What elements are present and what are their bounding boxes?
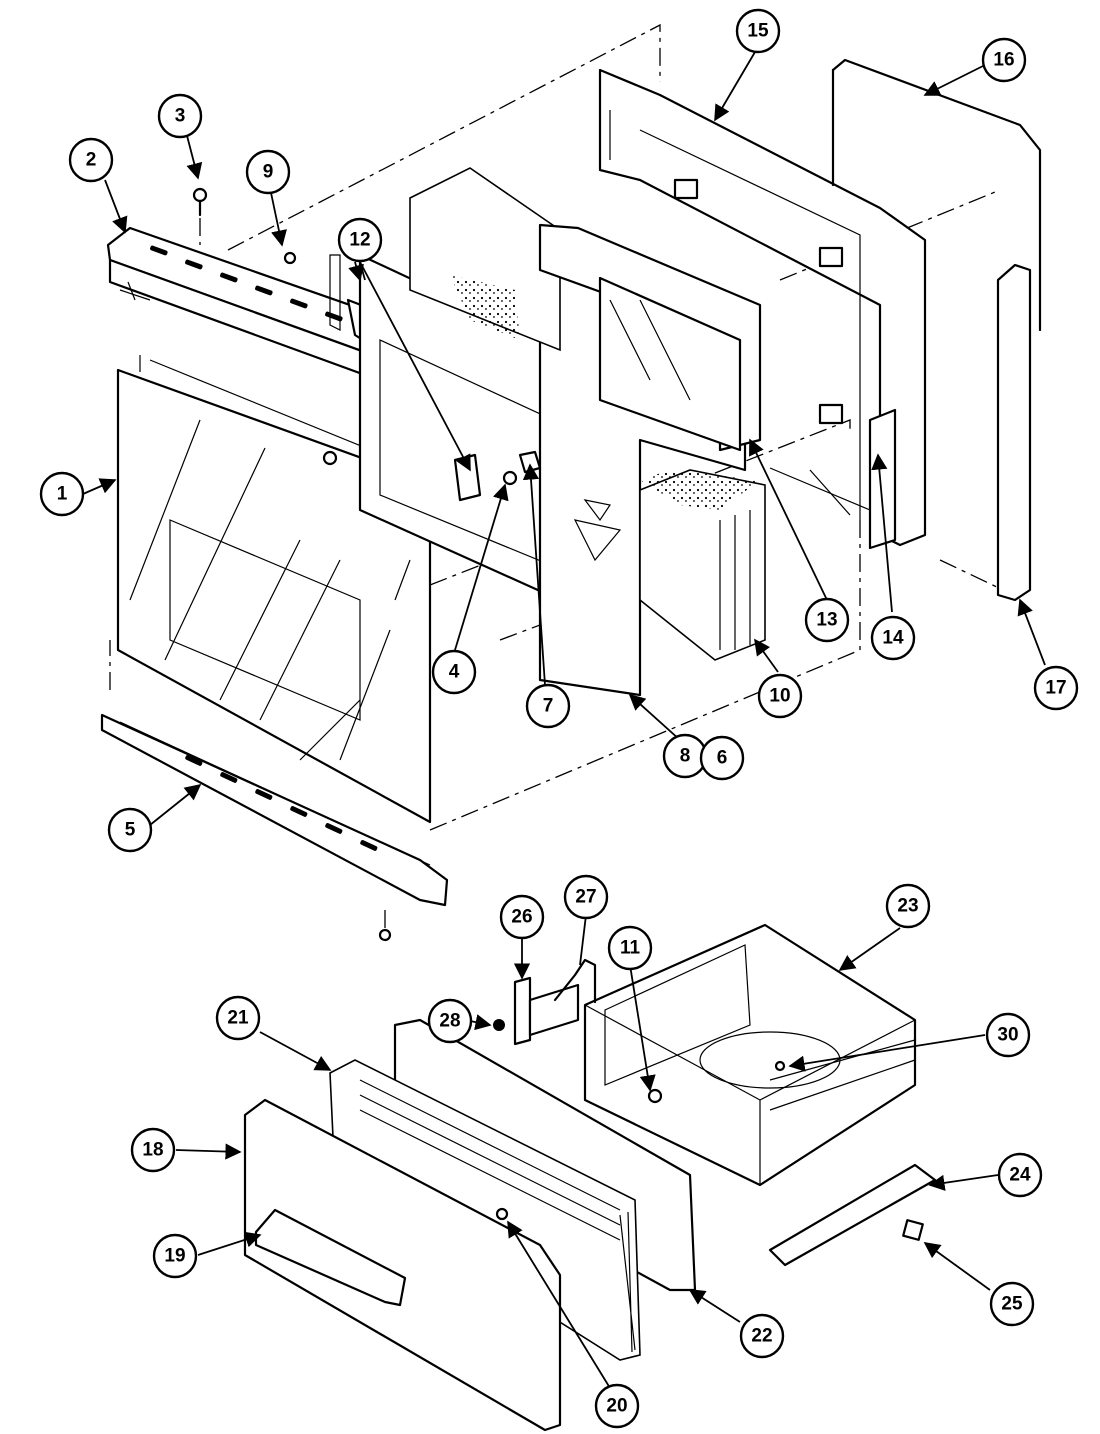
callout-2: 2 <box>68 137 114 183</box>
callout-label: 16 <box>993 50 1014 71</box>
callout-18: 18 <box>130 1127 176 1173</box>
screw-9 <box>283 251 297 265</box>
callout-label: 19 <box>164 1246 185 1267</box>
callout-label: 5 <box>125 820 136 841</box>
side-trim <box>996 263 1032 602</box>
callout-label: 1 <box>57 484 68 505</box>
hinge-bracket <box>769 408 897 550</box>
callout-label: 3 <box>175 106 186 127</box>
screw-11 <box>647 1088 663 1104</box>
callout-9: 9 <box>245 149 291 195</box>
door-insulation <box>409 167 766 661</box>
callout-14: 14 <box>870 615 916 661</box>
outer-door-glass <box>116 355 432 824</box>
callout-4: 4 <box>431 649 477 695</box>
callout-label: 15 <box>747 21 769 42</box>
door-gasket <box>831 58 1042 332</box>
callout-label: 20 <box>606 1396 627 1417</box>
callout-label: 12 <box>349 230 370 251</box>
callout-26: 26 <box>499 894 545 940</box>
callout-19: 19 <box>152 1233 198 1279</box>
callout-label: 30 <box>997 1025 1018 1046</box>
callout-11: 11 <box>607 925 653 971</box>
callout-16: 16 <box>981 37 1027 83</box>
upper-door-assembly <box>100 23 1042 942</box>
callout-label: 7 <box>543 696 554 717</box>
callout-10: 10 <box>757 673 803 719</box>
callout-label: 4 <box>449 662 460 683</box>
callout-23: 23 <box>885 883 931 929</box>
callout-15: 15 <box>735 8 781 54</box>
callout-24: 24 <box>997 1152 1043 1198</box>
callout-20: 20 <box>594 1383 640 1429</box>
callout-label: 26 <box>511 907 532 928</box>
callout-label: 11 <box>620 938 641 959</box>
screw-20 <box>495 1207 509 1221</box>
callout-label: 21 <box>227 1008 249 1029</box>
callout-label: 28 <box>439 1011 460 1032</box>
callout-7: 7 <box>525 683 571 729</box>
door-frame <box>598 68 927 547</box>
callout-5: 5 <box>107 807 153 853</box>
callout-label: 27 <box>575 887 596 908</box>
screw-3 <box>192 187 208 245</box>
callout-label: 17 <box>1045 678 1066 699</box>
callout-28: 28 <box>427 998 473 1044</box>
callout-21: 21 <box>215 995 261 1041</box>
callout-label: 9 <box>263 162 274 183</box>
callout-label: 8 <box>680 746 691 767</box>
callout-label: 23 <box>897 896 918 917</box>
bottom-door-trim <box>100 713 449 942</box>
drawer-slide <box>768 1163 937 1267</box>
callout-27: 27 <box>563 874 609 920</box>
callout-label: 2 <box>86 150 97 171</box>
drawer-front <box>243 1098 562 1432</box>
callout-label: 6 <box>717 748 728 769</box>
callout-30: 30 <box>985 1012 1031 1058</box>
drawer-assembly <box>243 923 937 1432</box>
inner-glass-window <box>538 223 762 452</box>
callouts: 1 2 3 9 12 15 16 4 7 8 6 10 13 14 17 5 2… <box>39 8 1079 1429</box>
callout-8: 8 <box>662 733 708 779</box>
drawer-liner <box>329 1018 697 1361</box>
screw-30 <box>774 1060 786 1072</box>
callout-label: 25 <box>1001 1294 1023 1315</box>
callout-3: 3 <box>157 93 203 139</box>
callout-label: 18 <box>142 1140 163 1161</box>
callout-22: 22 <box>739 1313 785 1359</box>
drawer-body <box>583 923 917 1187</box>
callout-13: 13 <box>804 597 850 643</box>
callout-25: 25 <box>989 1281 1035 1327</box>
callout-label: 14 <box>882 628 904 649</box>
callout-label: 10 <box>769 686 790 707</box>
callout-12: 12 <box>337 217 383 263</box>
drawer-latch <box>493 958 597 1046</box>
callout-1: 1 <box>39 471 85 517</box>
callout-17: 17 <box>1033 665 1079 711</box>
callout-label: 13 <box>816 610 837 631</box>
callout-6: 6 <box>699 735 745 781</box>
callout-label: 24 <box>1009 1165 1031 1186</box>
callout-label: 22 <box>751 1326 772 1347</box>
